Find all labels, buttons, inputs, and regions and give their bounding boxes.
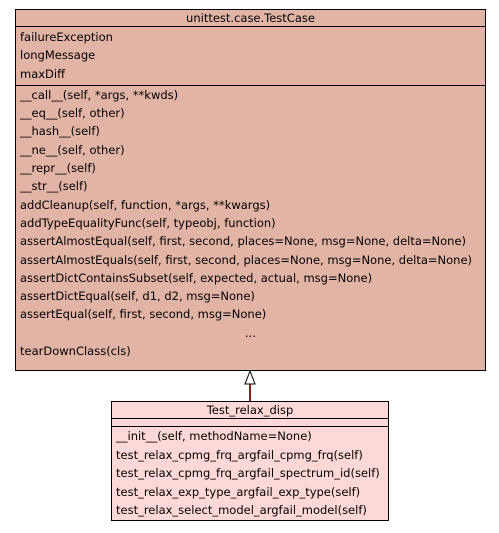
operation: assertEqual(self, first, second, msg=Non… [20, 307, 267, 322]
operations-section: __call__(self, *args, **kwds) __eq__(sel… [16, 86, 485, 360]
operation: assertAlmostEqual(self, first, second, p… [20, 234, 467, 249]
class-test-relax-disp[interactable]: Test_relax_disp __init__(self, methodNam… [111, 401, 389, 521]
operation: __repr__(self) [20, 161, 96, 176]
operation: __eq__(self, other) [20, 106, 125, 121]
class-testcase[interactable]: unittest.case.TestCase failureException … [15, 9, 486, 371]
operation: test_relax_cpmg_frq_argfail_cpmg_frq(sel… [116, 447, 363, 462]
operation: __str__(self) [20, 179, 88, 194]
operation-ellipsis: ... [245, 325, 256, 340]
inheritance-arrowhead [244, 369, 256, 385]
operation: addTypeEqualityFunc(self, typeobj, funct… [20, 215, 276, 230]
operation: __init__(self, methodName=None) [116, 429, 312, 443]
operations-section: __init__(self, methodName=None) test_rel… [112, 427, 388, 520]
attribute: longMessage [20, 48, 96, 63]
attribute: failureException [20, 30, 113, 44]
class-name-testcase: unittest.case.TestCase [16, 10, 485, 27]
operation: addCleanup(self, function, *args, **kwar… [20, 197, 271, 212]
attribute: maxDiff [20, 66, 66, 81]
operation: __hash__(self) [20, 124, 100, 139]
operation: assertDictContainsSubset(self, expected,… [20, 270, 373, 285]
operation: assertAlmostEquals(self, first, second, … [20, 252, 473, 267]
operation: assertDictEqual(self, d1, d2, msg=None) [20, 289, 255, 304]
operation: test_relax_select_model_argfail_model(se… [116, 503, 367, 518]
operation: test_relax_exp_type_argfail_exp_type(sel… [116, 484, 361, 499]
operation: __call__(self, *args, **kwds) [20, 87, 179, 102]
operation: tearDownClass(cls) [20, 344, 131, 359]
operation: __ne__(self, other) [20, 142, 125, 157]
attributes-section: failureException longMessage maxDiff [16, 27, 485, 86]
operation: test_relax_cpmg_frq_argfail_spectrum_id(… [116, 466, 380, 481]
class-name-test-relax-disp: Test_relax_disp [112, 402, 388, 419]
attributes-section-empty [112, 419, 388, 427]
